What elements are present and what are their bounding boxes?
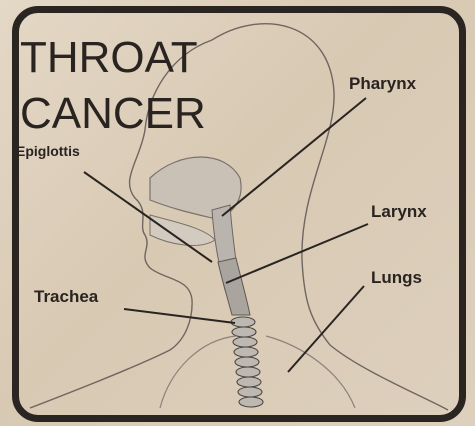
title-line-1: THROAT (20, 36, 198, 80)
leader-pharynx (222, 98, 366, 216)
leader-lungs (288, 286, 364, 372)
leader-trachea (124, 309, 235, 323)
trachea-rings (231, 317, 263, 407)
label-trachea: Trachea (34, 287, 98, 307)
left-lung-outline (160, 336, 236, 408)
label-lungs: Lungs (371, 268, 422, 288)
larynx-shape (218, 258, 250, 315)
label-pharynx: Pharynx (349, 74, 416, 94)
label-epiglottis: Epiglottis (16, 143, 80, 159)
leader-larynx (226, 224, 368, 283)
label-larynx: Larynx (371, 202, 427, 222)
title-line-2: CANCER (20, 92, 206, 136)
